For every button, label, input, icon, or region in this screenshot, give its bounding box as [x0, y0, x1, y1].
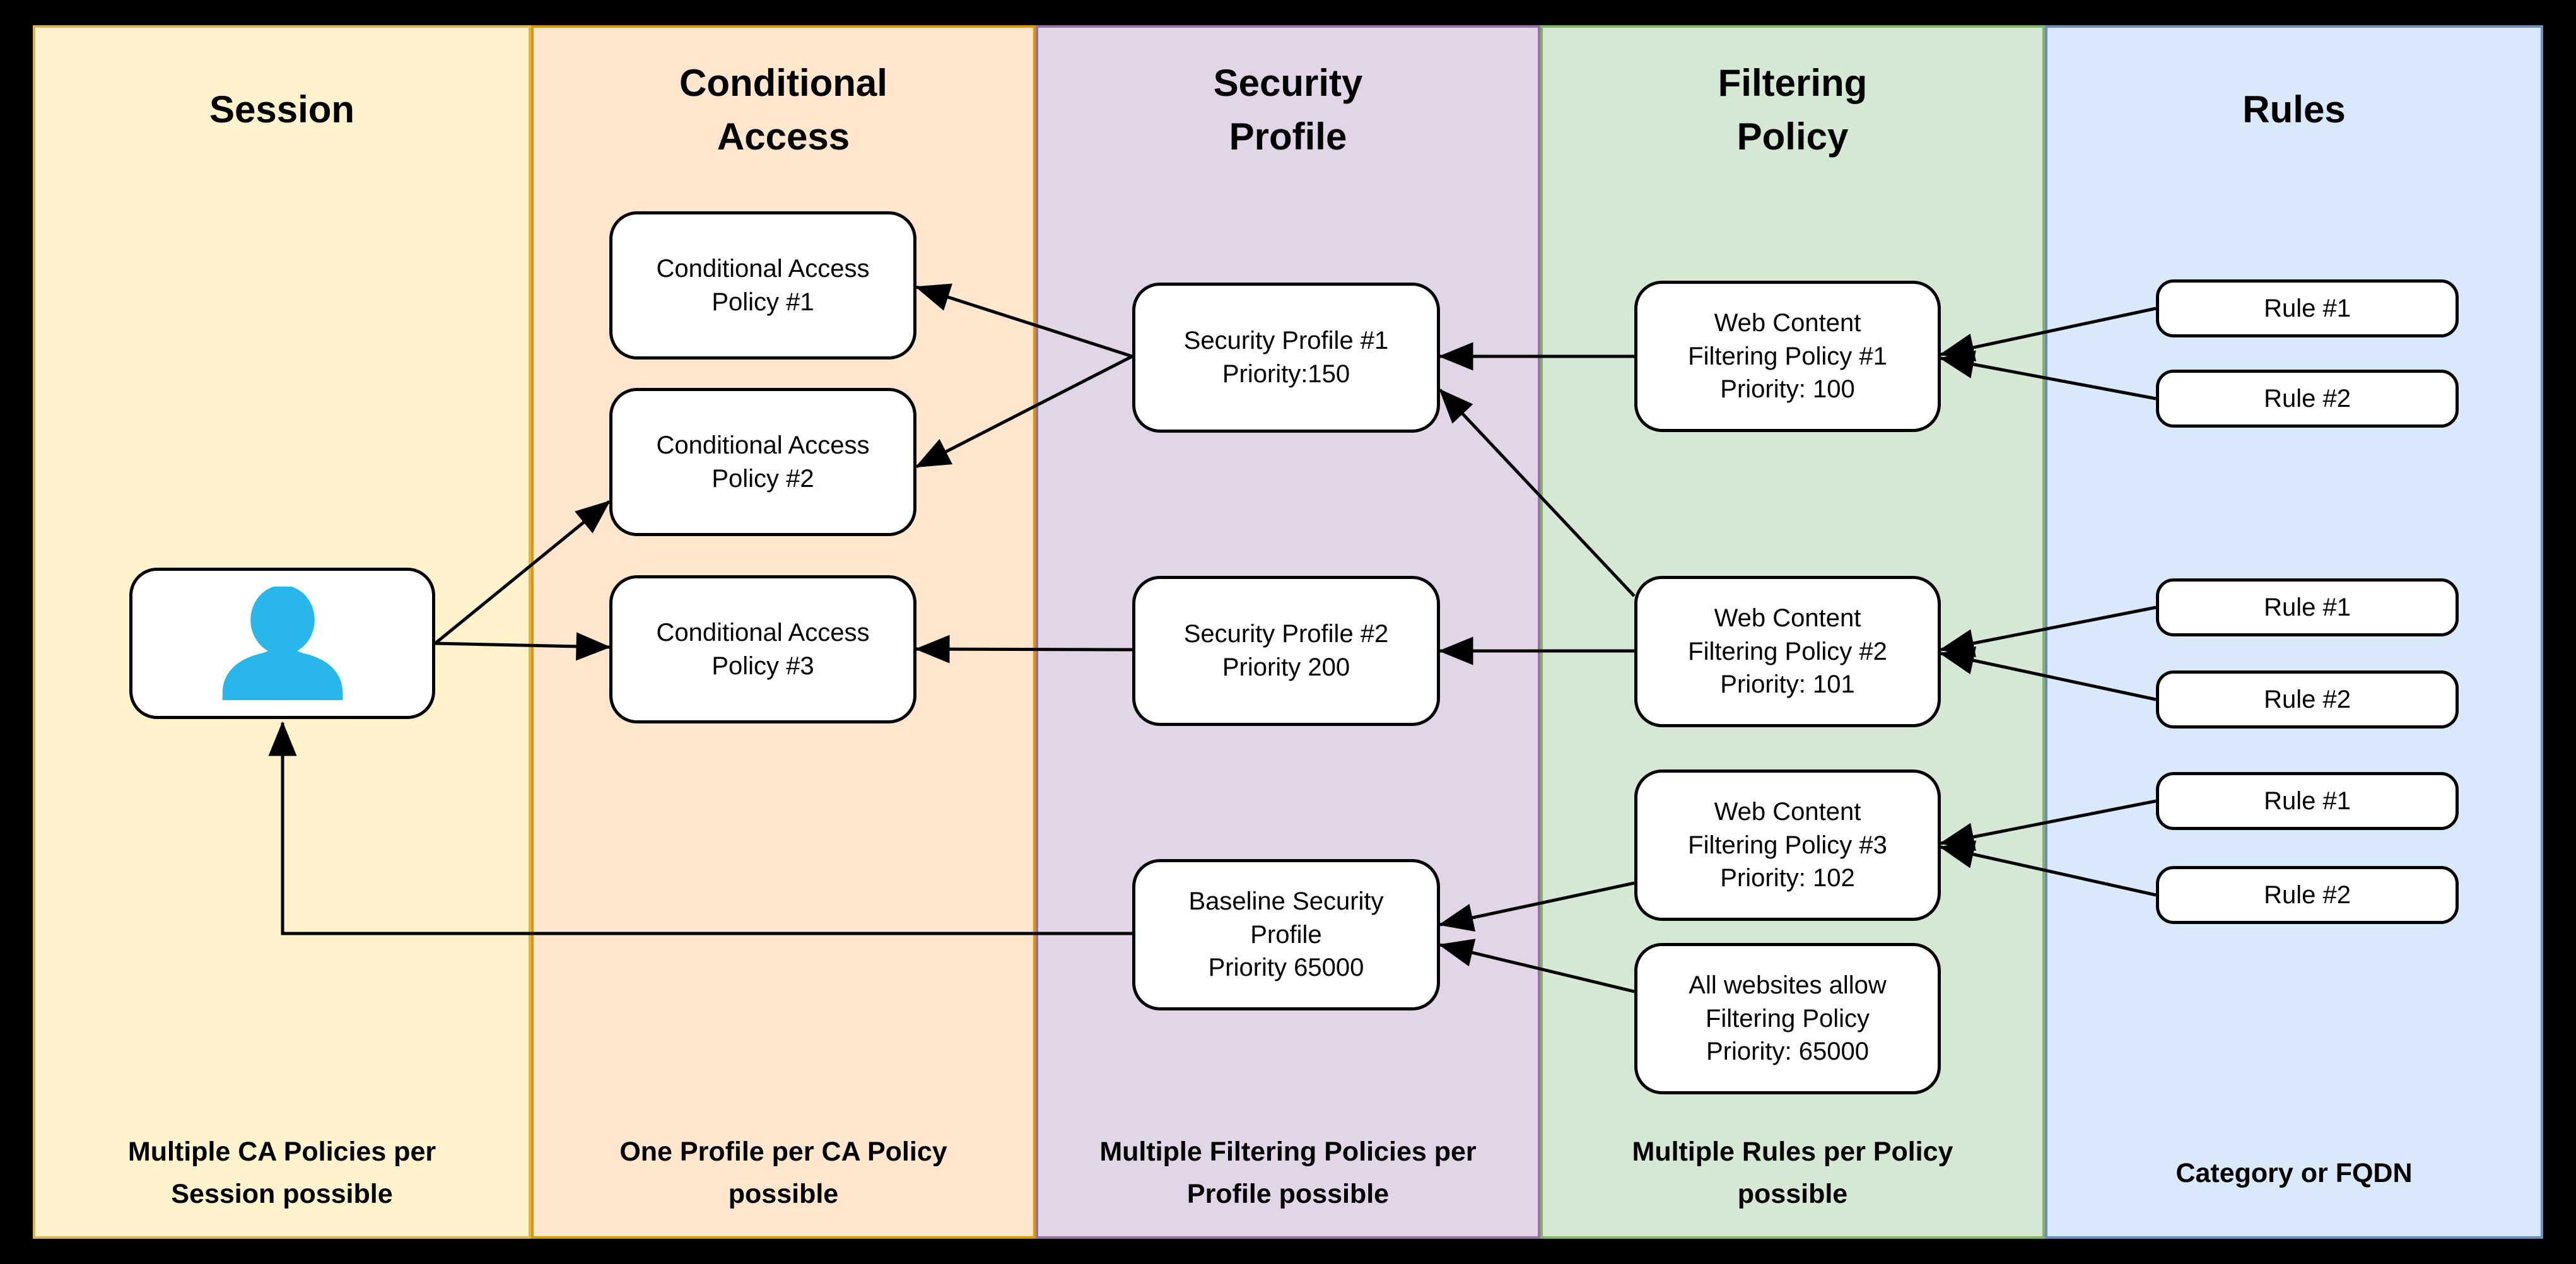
node-all-websites-allow: All websites allow Filtering Policy Prio…: [1634, 943, 1941, 1094]
edge-rule1-2-to-wcfp1: [1939, 350, 2157, 401]
node-ca-policy-1: Conditional Access Policy #1: [609, 211, 916, 360]
column-footer-security-profile: Multiple Filtering Policies per Profile …: [1099, 1137, 1477, 1209]
node-session-user: [129, 568, 435, 719]
node-wcf-policy-3: Web Content Filtering Policy #3 Priority…: [1634, 770, 1941, 921]
node-rule-3-1: Rule #1: [2156, 772, 2459, 830]
edge-rule3-1-to-wcfp3: [1939, 799, 2157, 851]
edge-rule1-1-to-wcfp1: [1939, 307, 2157, 362]
column-title-filtering-policy: Filtering Policy: [1718, 61, 1868, 158]
edge-rule2-2-to-wcfp2: [1939, 646, 2157, 701]
edge-rule3-2-to-wcfp3: [1939, 840, 2157, 897]
column-footer-filtering-policy: Multiple Rules per Policy possible: [1632, 1137, 1953, 1209]
column-title-session: Session: [209, 88, 355, 131]
column-footer-session: Multiple CA Policies per Session possibl…: [127, 1137, 436, 1209]
node-security-profile-1: Security Profile #1 Priority:150: [1132, 283, 1440, 433]
edge-sp1-to-ca2: [915, 354, 1133, 469]
column-title-security-profile: Security Profile: [1213, 61, 1363, 158]
node-security-profile-2: Security Profile #2 Priority 200: [1132, 576, 1440, 726]
edge-baseline-to-user: [268, 721, 1132, 935]
node-rule-3-2: Rule #2: [2156, 866, 2459, 924]
edge-user-to-ca3: [435, 632, 611, 661]
column-security-profile: Security Profile Multiple Filtering Poli…: [1036, 25, 1540, 1239]
edge-sp2-to-ca3: [915, 635, 1133, 664]
edge-rule2-1-to-wcfp2: [1939, 606, 2157, 657]
edge-wcfp3-to-baseline: [1438, 881, 1635, 932]
column-title-conditional-access: Conditional Access: [679, 61, 887, 158]
column-title-rules: Rules: [2242, 88, 2346, 131]
column-footer-rules: Category or FQDN: [2175, 1157, 2413, 1188]
person-icon: [222, 587, 342, 700]
node-baseline-security-profile: Baseline Security Profile Priority 65000: [1132, 859, 1440, 1010]
edge-allwebsites-to-baseline: [1438, 939, 1635, 993]
node-ca-policy-3: Conditional Access Policy #3: [609, 575, 916, 723]
node-ca-policy-2: Conditional Access Policy #2: [609, 388, 916, 536]
node-rule-2-1: Rule #1: [2156, 578, 2459, 636]
edge-wcfp2-to-sp1: [1439, 389, 1636, 597]
node-wcf-policy-2: Web Content Filtering Policy #2 Priority…: [1634, 576, 1941, 727]
column-footer-conditional-access: One Profile per CA Policy possible: [619, 1137, 947, 1209]
node-rule-2-2: Rule #2: [2156, 670, 2459, 729]
node-rule-1-1: Rule #1: [2156, 279, 2459, 337]
node-wcf-policy-1: Web Content Filtering Policy #1 Priority…: [1634, 281, 1941, 432]
edge-sp1-to-ca1: [915, 283, 1133, 358]
node-rule-1-2: Rule #2: [2156, 370, 2459, 428]
edge-user-to-ca2: [434, 500, 611, 645]
